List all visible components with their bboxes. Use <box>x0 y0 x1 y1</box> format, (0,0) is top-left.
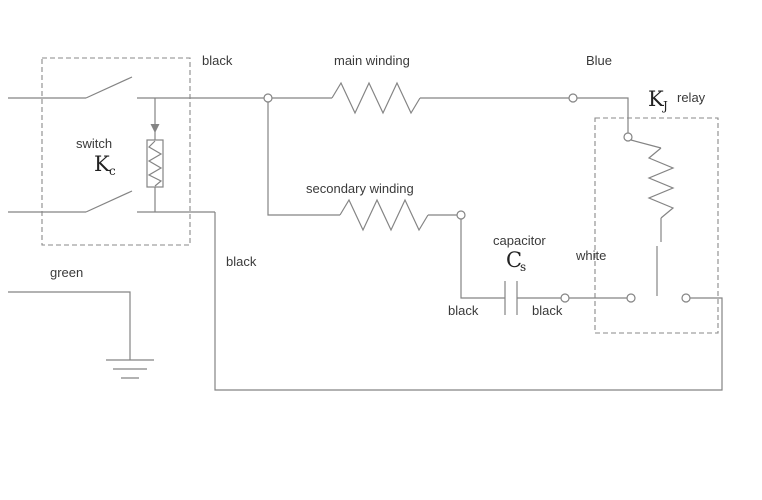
blue-wire-to-relay <box>577 97 629 133</box>
node-secondary-out <box>456 210 466 220</box>
label-secondary-winding: secondary winding <box>306 181 414 196</box>
relay-coil-link <box>630 139 662 149</box>
label-black-return: black <box>226 254 257 269</box>
label-green: green <box>50 265 83 280</box>
relay-contact-right <box>681 293 691 303</box>
switch-symbol-k-sub: c <box>109 164 116 178</box>
switch-contact-top-blade <box>85 76 133 99</box>
label-capacitor: capacitor <box>493 233 546 248</box>
relay-enclosure-box <box>594 117 719 334</box>
relay-contact-left <box>626 293 636 303</box>
secondary-branch-wire <box>267 102 340 216</box>
wire-to-capacitor <box>460 219 505 299</box>
capacitor-symbol-c-sub: s <box>520 260 526 274</box>
green-wire <box>8 291 131 360</box>
capacitor-symbol-c: C <box>506 248 522 272</box>
label-blue: Blue <box>586 53 612 68</box>
main-winding-coil <box>331 81 421 115</box>
secondary-winding-coil <box>339 198 429 232</box>
node-relay-coil-top <box>623 132 633 142</box>
label-black-cap-right: black <box>532 303 563 318</box>
relay-symbol-k-sub: J <box>661 99 668 113</box>
node-main-branch <box>263 93 273 103</box>
label-black-cap-left: black <box>448 303 479 318</box>
label-white: white <box>575 248 606 263</box>
relay-symbol-k: K <box>648 87 664 111</box>
label-main-winding: main winding <box>334 53 410 68</box>
heater-resistor-zigzag <box>147 140 163 187</box>
actuator-arrow-icon <box>150 124 160 133</box>
switch-enclosure-box <box>41 57 191 246</box>
switch-contact-bottom-blade <box>85 190 133 213</box>
label-relay: relay <box>677 90 706 105</box>
label-switch: switch <box>76 136 112 151</box>
black-return-wire <box>214 212 723 391</box>
switch-symbol-k: K <box>94 152 110 176</box>
node-blue <box>568 93 578 103</box>
node-capacitor-out <box>560 293 570 303</box>
label-black-top: black <box>202 53 233 68</box>
relay-coil <box>647 147 675 219</box>
